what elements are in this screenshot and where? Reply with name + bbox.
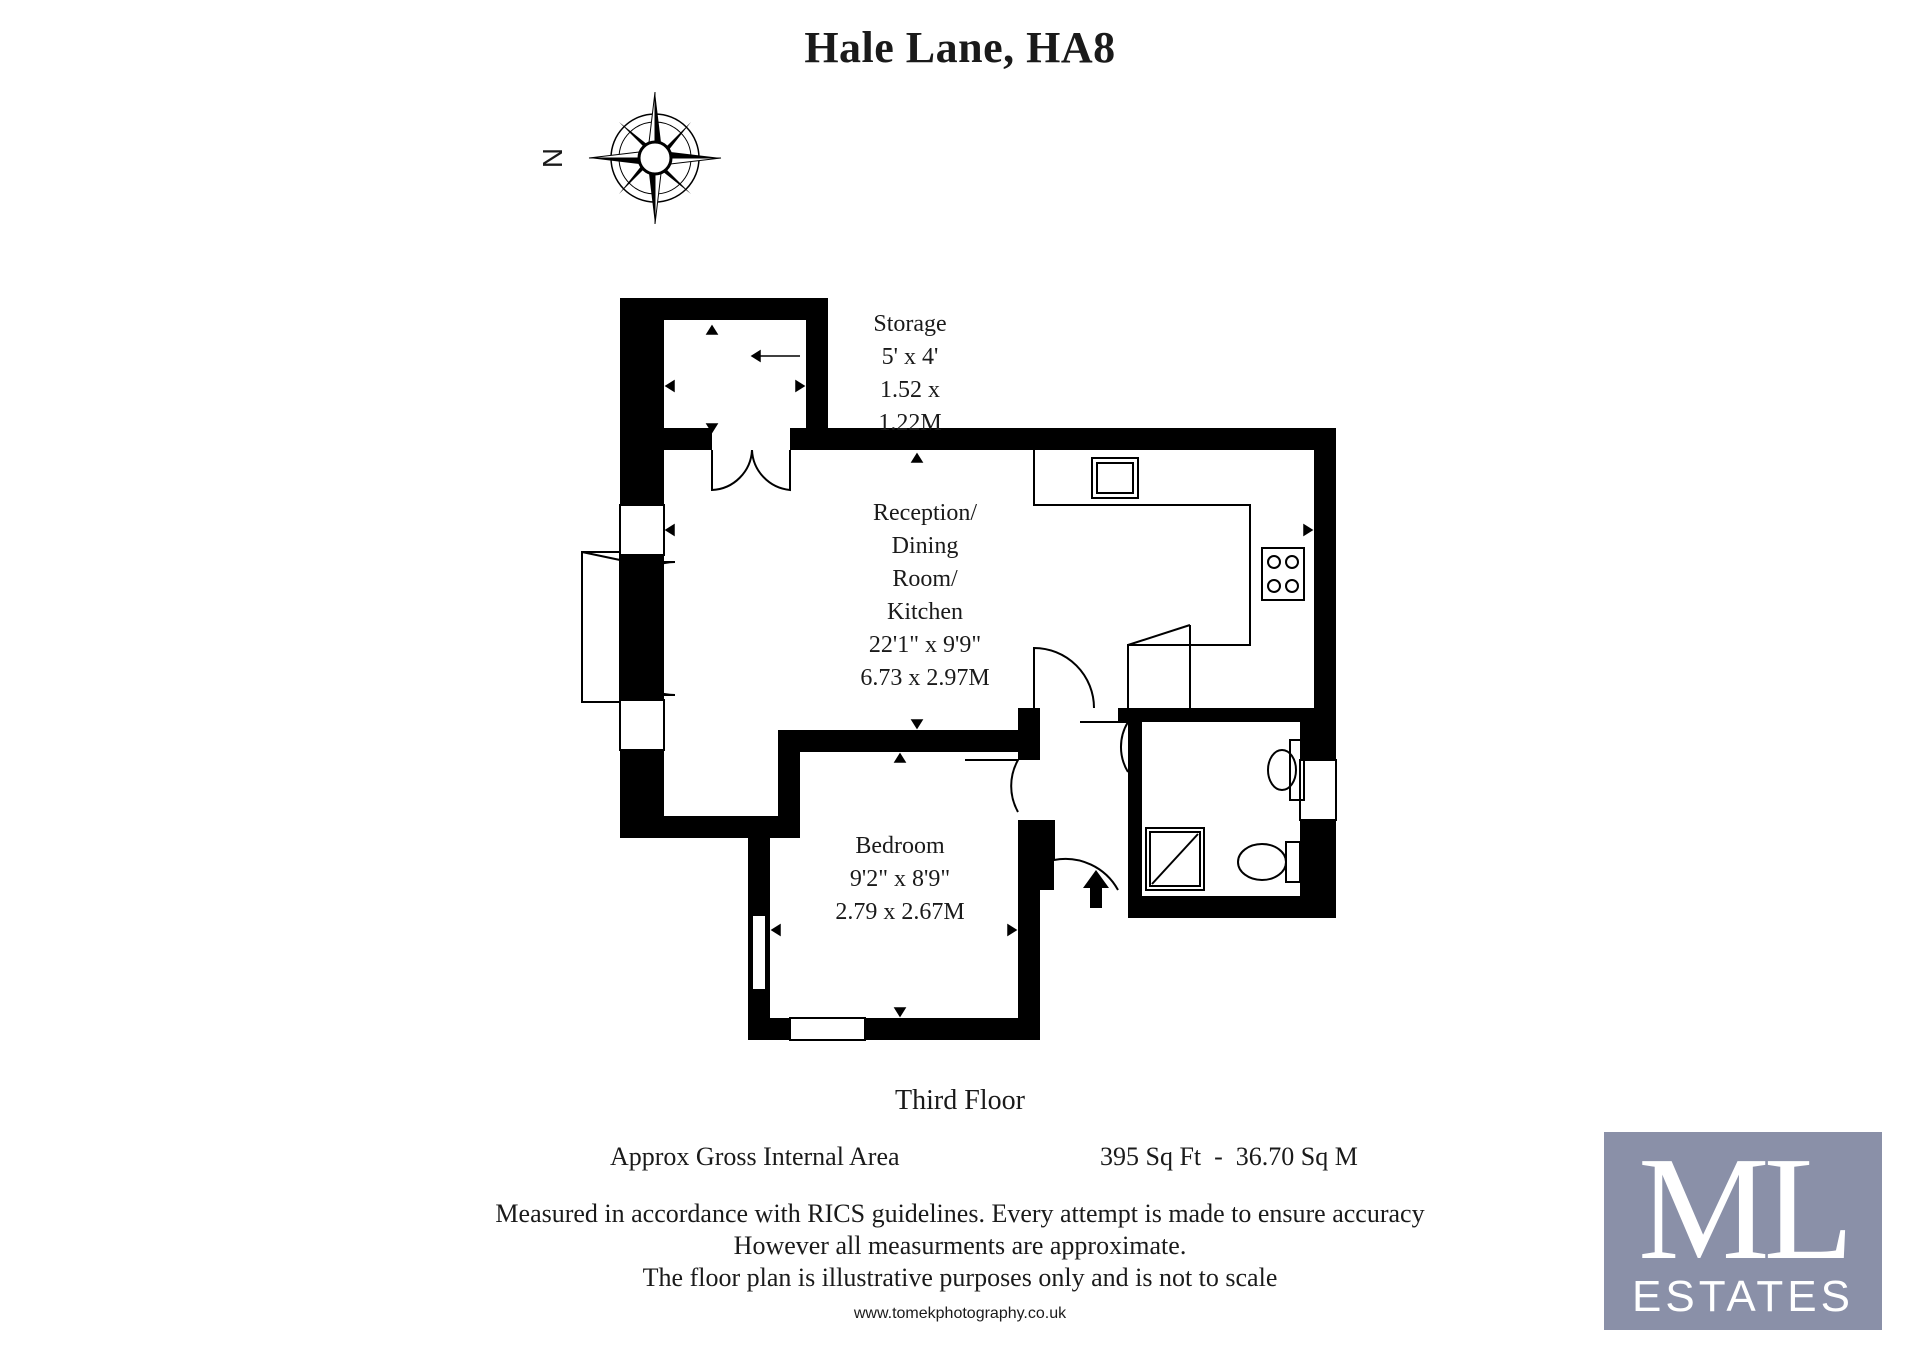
shower-tray-icon bbox=[1145, 827, 1205, 891]
disclaimer-line: The floor plan is illustrative purposes … bbox=[642, 1263, 1278, 1292]
logo-monogram: ML bbox=[1638, 1132, 1854, 1291]
basin-icon bbox=[1267, 739, 1305, 801]
room-size-metric: 2.79 x 2.67M bbox=[835, 899, 965, 925]
hob-icon bbox=[1261, 547, 1305, 601]
compass-rose-icon bbox=[588, 91, 722, 225]
room-name-line: Reception/ bbox=[873, 500, 977, 526]
disclaimer-line: Measured in accordance with RICS guideli… bbox=[495, 1199, 1425, 1228]
room-size-imperial: 5' x 4' bbox=[881, 344, 939, 370]
ml-estates-logo: ML ESTATES bbox=[1604, 1132, 1882, 1330]
room-label-reception: Reception/ Dining Room/ Kitchen 22'1" x … bbox=[850, 497, 1000, 695]
room-size-imperial: 9'2" x 8'9" bbox=[849, 866, 951, 892]
entrance-arrow-icon bbox=[1083, 870, 1109, 908]
kitchen-counter bbox=[1033, 450, 1251, 708]
area-value: 395 Sq Ft - 36.70 Sq M bbox=[1100, 1142, 1358, 1171]
logo-word: ESTATES bbox=[1632, 1272, 1854, 1321]
doors bbox=[619, 449, 1130, 891]
disclaimer-line: However all measurments are approximate. bbox=[733, 1231, 1187, 1260]
windows bbox=[619, 504, 1337, 1041]
dimension-arrows bbox=[664, 324, 1314, 1018]
room-name: Storage bbox=[873, 311, 947, 337]
room-size-metric: 1.52 x 1.22M bbox=[878, 377, 942, 436]
disclaimer: Measured in accordance with RICS guideli… bbox=[0, 1198, 1920, 1294]
room-size-imperial: 22'1" x 9'9" bbox=[868, 632, 982, 658]
room-label-storage: Storage 5' x 4' 1.52 x 1.22M bbox=[850, 308, 970, 440]
room-name-line: Dining bbox=[891, 533, 959, 559]
sink-icon bbox=[1091, 457, 1139, 499]
floor-name: Third Floor bbox=[895, 1085, 1025, 1116]
toilet-icon bbox=[1237, 841, 1301, 883]
room-label-bedroom: Bedroom 9'2" x 8'9" 2.79 x 2.67M bbox=[820, 830, 980, 929]
balcony-bay bbox=[581, 551, 621, 703]
area-label: Approx Gross Internal Area bbox=[610, 1142, 900, 1171]
room-name-line: Room/ bbox=[892, 566, 958, 592]
page-title: Hale Lane, HA8 bbox=[804, 23, 1116, 72]
room-name-line: Kitchen bbox=[887, 599, 963, 625]
room-size-metric: 6.73 x 2.97M bbox=[860, 665, 990, 691]
credit-link[interactable]: www.tomekphotography.co.uk bbox=[853, 1305, 1067, 1322]
room-name: Bedroom bbox=[855, 833, 945, 859]
